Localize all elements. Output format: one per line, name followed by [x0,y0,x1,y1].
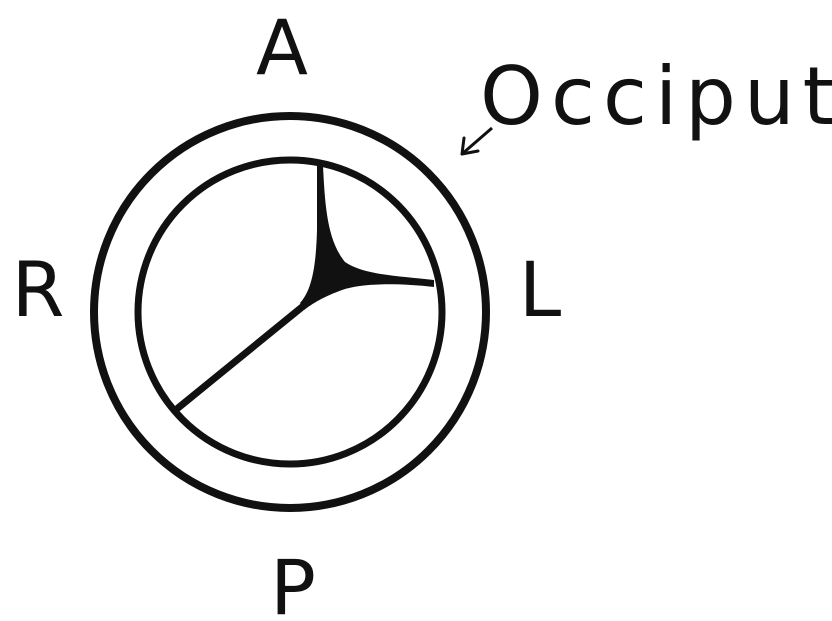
label-posterior: P [270,543,316,621]
sagittal-suture-line [178,303,307,408]
occiput-label: Occiput [480,50,832,143]
inner-circle [138,160,442,464]
outer-circle [94,116,486,508]
posterior-fontanelle-shape [300,166,434,310]
label-right: R [12,245,65,334]
label-left: L [519,245,561,334]
label-anterior: A [256,3,308,92]
